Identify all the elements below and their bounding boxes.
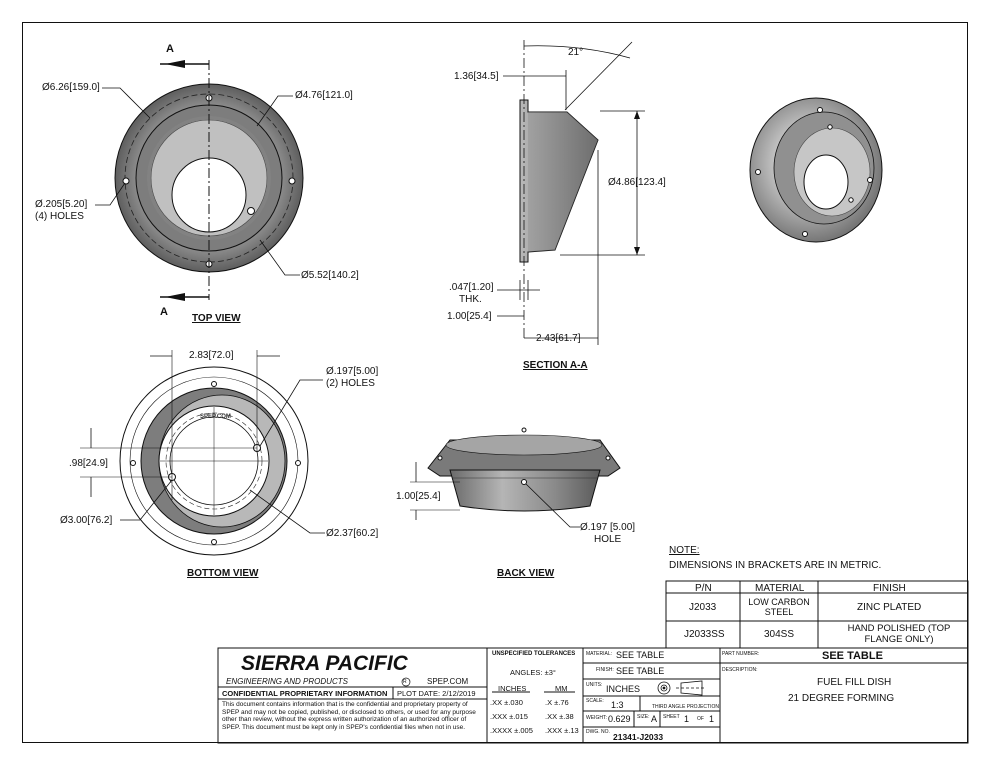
bottom-view-title: BOTTOM VIEW (187, 568, 259, 579)
dim-back-depth: 1.00[25.4] (396, 491, 441, 502)
dim-hole-offset: .98[24.9] (69, 458, 108, 469)
description-line-2: 21 DEGREE FORMING (788, 693, 895, 704)
dim-angle: 21° (568, 47, 584, 58)
part-number-value: SEE TABLE (822, 650, 883, 662)
section-view-drawing (497, 40, 645, 345)
description-line-1: FUEL FILL DISH (817, 677, 892, 688)
dim-mount-holes: Ø.205[5.20] (35, 199, 88, 210)
size-label: SIZE: (637, 714, 650, 720)
engraving-text: SPEP.COM (200, 414, 231, 420)
table-header-material: MATERIAL (755, 583, 805, 594)
dim-bolt-circle-bottom: Ø3.00[76.2] (60, 515, 113, 526)
material-value: SEE TABLE (616, 650, 665, 660)
top-view-title: TOP VIEW (192, 313, 241, 324)
registered-mark-icon (401, 677, 411, 687)
top-view-drawing (95, 60, 304, 301)
material-label: MATERIAL: (586, 651, 613, 657)
tolerance-mm-3: .XXX ±.13 (545, 726, 579, 735)
back-view-drawing (410, 427, 621, 528)
bottom-view-drawing (80, 350, 325, 556)
dim-back-hole: Ø.197 [5.00] (580, 522, 636, 533)
note-heading: NOTE: (669, 545, 700, 556)
dim-bolt-circle: Ø5.52[140.2] (301, 270, 359, 281)
sheet-total: 1 (709, 714, 715, 724)
confidential-text: This document contains information that … (222, 701, 476, 731)
table-cell-material-2: 304SS (764, 629, 795, 640)
table-cell-finish-1: ZINC PLATED (857, 602, 922, 613)
dim-back-hole-note: HOLE (594, 534, 622, 545)
sheet-label: SHEET (663, 714, 680, 720)
tolerance-inches-label: INCHES (498, 684, 527, 693)
dim-inner-diameter: Ø4.76[121.0] (295, 90, 353, 101)
units-label: UNITS: (586, 682, 603, 688)
finish-value: SEE TABLE (616, 666, 665, 676)
part-number-label: PART NUMBER: (722, 651, 760, 657)
company-logo-text: SIERRA PACIFIC (241, 652, 408, 675)
isometric-view-drawing (749, 97, 883, 243)
registered-mark-text: R (403, 679, 407, 685)
dwg-no-label: DWG. NO. (586, 729, 610, 735)
scale-label: SCALE: (586, 698, 604, 704)
projection-symbol-icon (657, 680, 706, 696)
tolerance-mm-1: .X ±.76 (545, 698, 569, 707)
table-header-pn: P/N (695, 583, 712, 594)
table-cell-finish-2: HAND POLISHED (TOP FLANGE ONLY) (847, 623, 951, 645)
dim-section-diameter: Ø4.86[123.4] (608, 177, 666, 188)
projection-label: THIRD ANGLE PROJECTION (652, 704, 719, 710)
tolerance-inches-1: .XX ±.030 (490, 698, 523, 707)
tolerance-angles: ANGLES: ±3° (510, 668, 556, 677)
dim-hole-spacing: 2.83[72.0] (189, 350, 234, 361)
section-view-title: SECTION A-A (523, 360, 588, 371)
dim-mount-holes-note: (4) HOLES (35, 211, 84, 222)
note-text: DIMENSIONS IN BRACKETS ARE IN METRIC. (669, 560, 882, 571)
description-label: DESCRIPTION: (722, 667, 758, 673)
back-view-title: BACK VIEW (497, 568, 555, 579)
dwg-no-value: 21341-J2033 (613, 732, 664, 742)
company-website: SPEP.COM (427, 677, 469, 686)
dim-outer-diameter: Ø6.26[159.0] (42, 82, 100, 93)
dim-small-holes: Ø.197[5.00] (326, 366, 379, 377)
dim-thickness: .047[1.20] (449, 282, 494, 293)
tolerance-mm-label: MM (555, 684, 568, 693)
dim-flange-width: 1.36[34.5] (454, 71, 499, 82)
table-cell-pn-1: J2033 (689, 602, 717, 613)
weight-label: WEIGHT: (586, 715, 607, 721)
finish-label: FINISH: (596, 667, 614, 673)
dim-thickness-note: THK. (459, 294, 482, 305)
title-block-lines (217, 580, 969, 744)
dim-small-holes-note: (2) HOLES (326, 378, 375, 389)
tolerances-heading: UNSPECIFIED TOLERANCES (492, 651, 576, 657)
tolerance-inches-2: .XXX ±.015 (490, 712, 528, 721)
confidential-heading: CONFIDENTIAL PROPRIETARY INFORMATION (222, 689, 388, 698)
sheet-value: 1 (684, 714, 690, 724)
company-subtitle: ENGINEERING AND PRODUCTS (226, 677, 348, 686)
plot-date: PLOT DATE: 2/12/2019 (397, 689, 476, 698)
dim-bore: Ø2.37[60.2] (326, 528, 379, 539)
of-label: OF (697, 716, 704, 722)
tolerance-inches-3: .XXXX ±.005 (490, 726, 533, 735)
table-header-finish: FINISH (873, 583, 906, 594)
table-cell-pn-2: J2033SS (684, 629, 725, 640)
units-value: INCHES (606, 684, 641, 694)
dim-section-depth: 1.00[25.4] (447, 311, 492, 322)
section-marker-top: A (166, 43, 174, 55)
section-marker-bottom: A (160, 306, 168, 318)
table-cell-material-1: LOW CARBON STEEL (748, 597, 810, 617)
size-value: A (651, 714, 658, 724)
scale-value: 1:3 (611, 700, 624, 710)
tolerance-mm-2: .XX ±.38 (545, 712, 574, 721)
dim-section-height: 2.43[61.7] (536, 333, 581, 344)
weight-value: 0.629 (608, 714, 631, 724)
